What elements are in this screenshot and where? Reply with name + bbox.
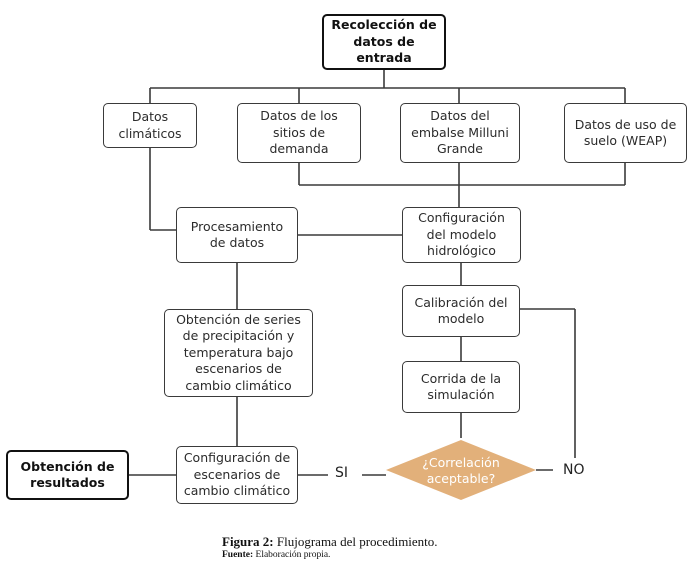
decision-diamond	[386, 440, 536, 500]
source-text: Elaboración propia.	[253, 550, 331, 560]
source-label: Fuente:	[222, 550, 254, 560]
node-climate-series: Obtención de series de precipitación y t…	[164, 309, 313, 397]
branch-no-label: NO	[563, 462, 585, 478]
node-demand-sites-data: Datos de los sitios de demanda	[237, 103, 361, 163]
figure-source: Fuente: Elaboración propia.	[222, 550, 330, 560]
caption-label: Figura 2:	[222, 534, 274, 549]
decision-label: ¿Correlación aceptable?	[422, 454, 500, 486]
node-data-collection: Recolección de datos de entrada	[322, 14, 446, 70]
figure-caption: Figura 2: Flujograma del procedimiento.	[222, 534, 438, 550]
caption-text: Flujograma del procedimiento.	[273, 534, 438, 549]
node-climate-data: Datos climáticos	[103, 103, 197, 148]
node-results: Obtención de resultados	[6, 450, 129, 500]
node-data-processing: Procesamiento de datos	[176, 207, 298, 263]
node-simulation-run: Corrida de la simulación	[402, 361, 520, 413]
node-model-calibration: Calibración del modelo	[402, 285, 520, 337]
node-model-configuration: Configuración del modelo hidrológico	[402, 207, 521, 263]
node-land-use-data: Datos de uso de suelo (WEAP)	[564, 103, 687, 163]
branch-yes-label: SI	[335, 465, 349, 481]
node-reservoir-data: Datos del embalse Milluni Grande	[400, 103, 520, 163]
node-scenario-configuration: Configuración de escenarios de cambio cl…	[176, 446, 298, 504]
